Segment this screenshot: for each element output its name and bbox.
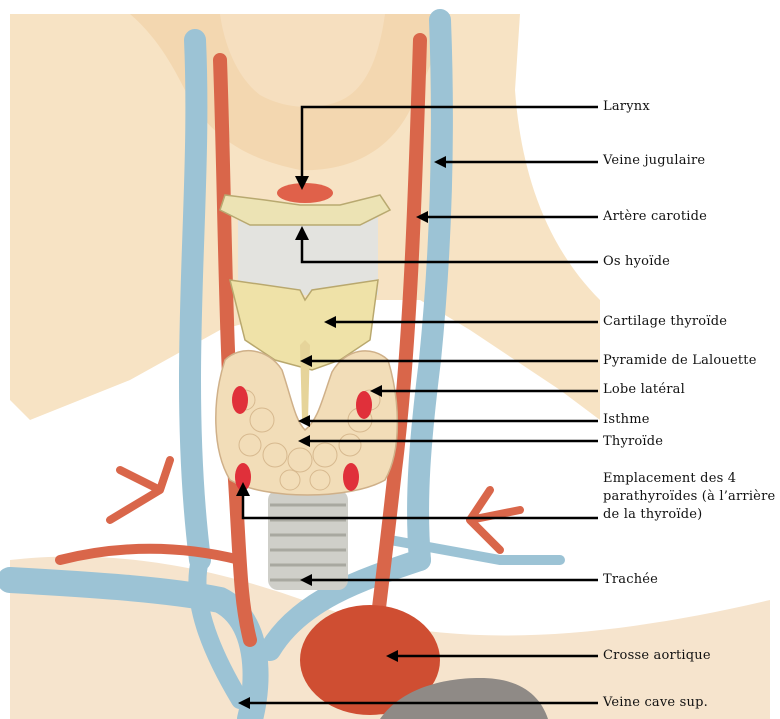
label-parathyroids: Emplacement des 4 parathyroïdes (à l’arr… bbox=[603, 470, 778, 524]
label-carotid-artery: Artère carotide bbox=[603, 208, 707, 226]
label-trachea: Trachée bbox=[603, 571, 658, 589]
label-thyroid-cartilage: Cartilage thyroïde bbox=[603, 313, 727, 331]
label-larynx: Larynx bbox=[603, 98, 650, 116]
label-superior-vena-cava: Veine cave sup. bbox=[603, 694, 708, 712]
epiglottis bbox=[277, 183, 333, 203]
label-isthmus: Isthme bbox=[603, 411, 650, 429]
trachea bbox=[268, 490, 348, 590]
label-aortic-arch: Crosse aortique bbox=[603, 647, 711, 665]
label-hyoid-bone: Os hyoïde bbox=[603, 253, 670, 271]
label-thyroid: Thyroïde bbox=[603, 433, 663, 451]
label-jugular-vein: Veine jugulaire bbox=[603, 152, 705, 170]
label-pyramid-lalouette: Pyramide de Lalouette bbox=[603, 352, 757, 370]
label-lateral-lobe: Lobe latéral bbox=[603, 381, 685, 399]
